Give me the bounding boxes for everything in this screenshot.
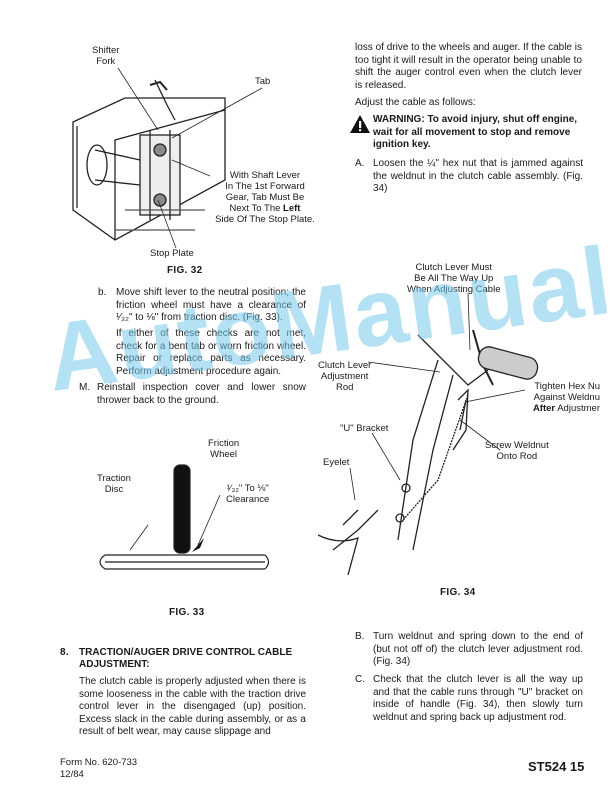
fig32-shaft-line-4a: Next To The bbox=[229, 203, 284, 214]
fig34-tighten-line-3b: Adjustmer bbox=[555, 403, 600, 414]
fig32-shaft-line-1: With Shaft Lever bbox=[229, 170, 301, 181]
fig34-label-tighten-hex-nut: Tighten Hex Nu Against Weldnu After Adju… bbox=[525, 381, 600, 414]
right-item-a-marker: A. bbox=[355, 158, 365, 169]
warning-triangle-icon bbox=[350, 115, 370, 133]
fig32-label-stop-plate: Stop Plate bbox=[150, 248, 194, 259]
section8-number: 8. bbox=[60, 647, 69, 658]
fig32-shaft-left-emphasis: Left bbox=[283, 203, 301, 214]
fig34-caption: FIG. 34 bbox=[440, 587, 476, 598]
fig34-label-eyelet: Eyelet bbox=[323, 457, 350, 468]
fig34-label-clutch-lever-must: Clutch Lever Must Be All The Way Up When… bbox=[407, 262, 501, 295]
fig32-caption: FIG. 32 bbox=[167, 265, 203, 276]
left-item-b-text: Move shift lever to the neutral position… bbox=[116, 287, 306, 324]
left-item-b-marker: b. bbox=[98, 287, 107, 298]
fig32-shaft-line-4: Next To The Left bbox=[213, 203, 317, 214]
footer-page-number: ST524 15 bbox=[528, 759, 585, 774]
fig34-tighten-after-emphasis: After bbox=[532, 403, 556, 414]
fig32-shaft-line-2: In The 1st Forward bbox=[225, 181, 305, 192]
footer-date: 12/84 bbox=[60, 769, 84, 780]
fig34-tighten-line-1: Tighten Hex Nu bbox=[534, 381, 600, 392]
fig34-label-adjustment-rod: Clutch Lever Adjustment Rod bbox=[318, 360, 372, 393]
right-item-a-text: Loosen the ¼" hex nut that is jammed aga… bbox=[373, 158, 583, 195]
fig34-tighten-line-2: Against Weldnu bbox=[533, 392, 600, 403]
warning-text: WARNING: To avoid injury, shut off engin… bbox=[373, 114, 578, 151]
fig33-caption: FIG. 33 bbox=[169, 607, 205, 618]
right-item-b-marker: B. bbox=[355, 631, 365, 642]
fig32-shaft-line-3: Gear, Tab Must Be bbox=[225, 192, 305, 203]
left-item-b-continued: If either of these checks are not met, c… bbox=[116, 328, 306, 377]
section8-heading-line-2: ADJUSTMENT: bbox=[79, 659, 150, 670]
fig34-tighten-line-3: After Adjustmer bbox=[525, 403, 600, 414]
fig34-illustration bbox=[318, 329, 539, 576]
fig32-shaft-line-5: Side Of The Stop Plate. bbox=[215, 214, 315, 225]
right-continued-paragraph: loss of drive to the wheels and auger. I… bbox=[355, 42, 582, 91]
fig33-label-friction-wheel: Friction Wheel bbox=[208, 438, 240, 460]
fig33-illustration bbox=[99, 464, 270, 570]
fig32-label-tab: Tab bbox=[255, 76, 271, 87]
right-item-c-marker: C. bbox=[355, 674, 365, 685]
section8-heading-line-1: TRACTION/AUGER DRIVE CONTROL CABLE bbox=[79, 647, 293, 658]
fig32-illustration bbox=[72, 79, 226, 241]
fig33-label-traction-disc: Traction Disc bbox=[97, 473, 131, 495]
section8-paragraph: The clutch cable is properly adjusted wh… bbox=[79, 676, 306, 738]
left-item-m-marker: M. bbox=[79, 382, 91, 393]
right-adjust-intro: Adjust the cable as follows: bbox=[355, 97, 476, 108]
footer-form-number: Form No. 620-733 bbox=[60, 757, 138, 768]
right-item-b-text: Turn weldnut and spring down to the end … bbox=[373, 631, 583, 668]
right-item-c-text: Check that the clutch lever is all the w… bbox=[373, 674, 583, 723]
fig32-label-shaft-lever: With Shaft Lever In The 1st Forward Gear… bbox=[213, 170, 317, 225]
fig34-label-u-bracket: "U" Bracket bbox=[340, 423, 389, 434]
left-item-m-text: Reinstall inspection cover and lower sno… bbox=[97, 382, 306, 406]
fig34-label-screw-weldnut: Screw Weldnut Onto Rod bbox=[485, 440, 549, 462]
fig32-label-shifter-fork: Shifter Fork bbox=[92, 45, 120, 67]
fig33-label-clearance: ¹⁄₃₂" To ⅛" Clearance bbox=[226, 483, 270, 505]
